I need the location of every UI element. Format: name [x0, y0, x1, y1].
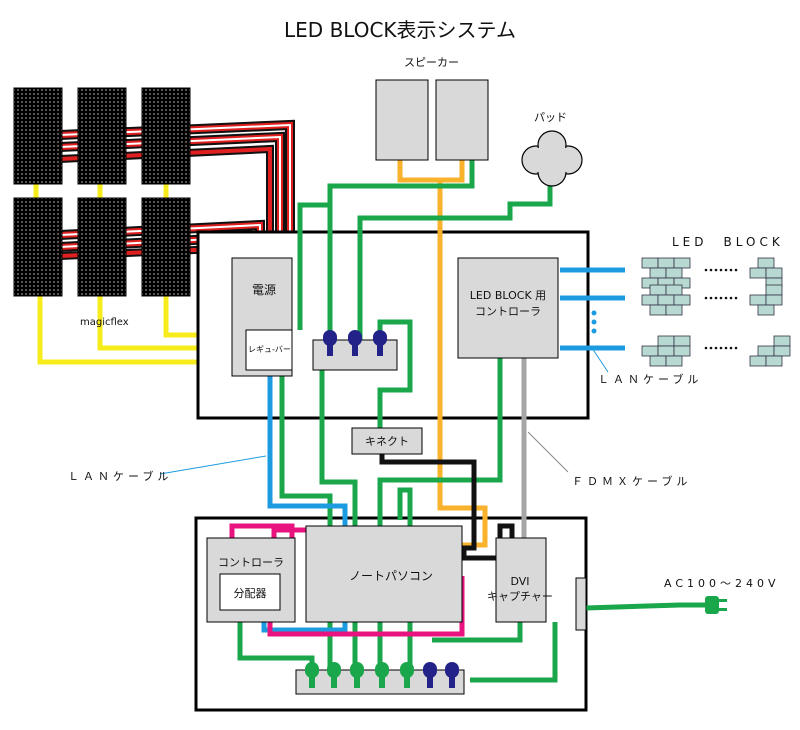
speaker-right	[435, 79, 489, 161]
notebook-pc-box	[305, 525, 463, 623]
lan-cable-right-label: ＬＡＮケーブル	[598, 373, 703, 386]
distributor-label: 分配器	[233, 587, 267, 600]
dvi-capture-box	[495, 537, 547, 623]
kinect-usb-cable	[379, 454, 515, 561]
diagram-title: LED BLOCK表示システム	[284, 18, 516, 42]
regulator-label: レギュ-バー	[248, 345, 291, 354]
led-panel-grid	[13, 87, 191, 297]
led-block-ellipsis	[704, 268, 738, 350]
led-block-controller-box	[457, 257, 559, 359]
lan-cable-left-label: ＬＡＮケーブル	[68, 470, 173, 483]
plug-icons-upper	[323, 330, 387, 356]
led-block-row-3	[641, 335, 791, 367]
pad-device	[521, 130, 583, 187]
orange-audio-cable	[397, 160, 488, 548]
led-block-row-2	[641, 284, 783, 316]
fdmx-cable-leader	[527, 431, 569, 473]
fdmx-cable-label: ＦＤＭＸケーブル	[572, 475, 692, 488]
ac-inlet	[575, 577, 587, 631]
magicflex-label: magicflex	[80, 317, 129, 328]
plug-icons-lower	[305, 662, 459, 688]
led-block-row-1	[641, 257, 783, 289]
dvi-capture-label-1: DVI	[510, 575, 530, 588]
more-outputs-dots	[591, 310, 597, 334]
kinect-label: キネクト	[365, 435, 409, 448]
led-block-label: LED BLOCK	[672, 235, 784, 249]
ac-plug-icon	[705, 596, 727, 614]
notebook-pc-label: ノートパソコン	[348, 569, 433, 583]
ac-power-label: AC100〜240V	[664, 577, 780, 590]
led-block-controller-label-2: コントローラ	[475, 305, 541, 318]
led-block-controller-label-1: LED BLOCK 用	[469, 289, 547, 302]
speaker-label: スピーカー	[404, 56, 459, 69]
controller-label: コントローラ	[218, 556, 284, 569]
pad-label: パッド	[534, 111, 567, 124]
kinect-box	[351, 427, 423, 455]
distributor-box	[219, 573, 281, 611]
dvi-capture-label-2: キャプチャー	[487, 590, 553, 603]
speaker-left	[375, 79, 429, 161]
regulator-box	[245, 329, 293, 371]
lan-cable-left-leader	[159, 455, 267, 475]
lan-cable-right-leader	[591, 347, 609, 373]
power-supply-label: 電源	[252, 283, 277, 297]
